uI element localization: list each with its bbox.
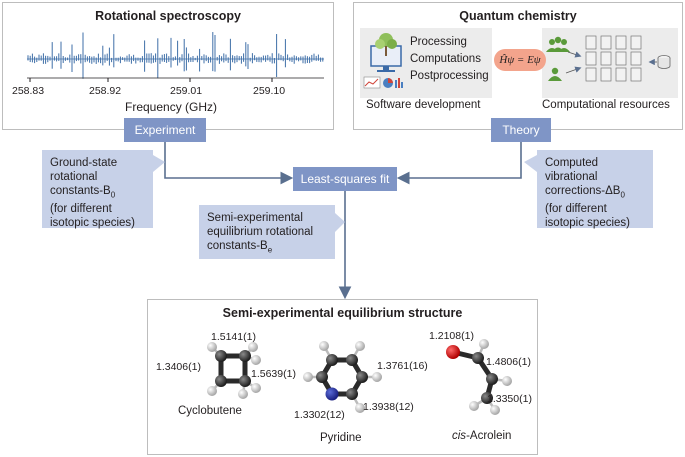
server-icon xyxy=(615,51,627,66)
bond-length-label: 1.3761(16) xyxy=(377,360,428,372)
tick-label: 259.10 xyxy=(253,85,286,97)
computed-note: Computed vibrational corrections-ΔB0 (fo… xyxy=(537,150,653,230)
least-squares-box: Least-squares fit xyxy=(293,167,397,191)
bond-length-label: 1.3350(1) xyxy=(487,393,532,405)
note-line: isotopic species) xyxy=(545,217,631,230)
spectroscopy-axis-label: Frequency (GHz) xyxy=(125,100,218,114)
bond-length-label: 1.5639(1) xyxy=(251,368,296,380)
server-icon xyxy=(600,35,612,50)
note-line: isotopic species) xyxy=(50,217,136,230)
server-icon xyxy=(630,67,642,82)
note-pointer xyxy=(524,155,537,172)
server-icon xyxy=(585,35,597,50)
least-squares-label: Least-squares fit xyxy=(300,172,390,186)
bond-length-label: 1.3406(1) xyxy=(156,361,201,373)
resources-label: Computational resources xyxy=(542,99,670,111)
molecule-name: Pyridine xyxy=(320,432,362,444)
bond-length-label: 1.4806(1) xyxy=(486,356,531,368)
note-pointer xyxy=(153,155,165,172)
acrolein-model xyxy=(446,339,512,415)
server-rack-icon xyxy=(585,35,642,82)
theory-box: Theory xyxy=(491,118,551,142)
note-line: Computed xyxy=(545,157,599,169)
pyridine-model xyxy=(303,341,382,413)
note-line: vibrational xyxy=(545,171,598,183)
chart-icon xyxy=(363,76,403,89)
server-icon xyxy=(600,67,612,82)
bond-length-label: 1.3302(12) xyxy=(294,409,345,421)
bond-length-label: 1.2108(1) xyxy=(429,330,474,342)
note-line: Ground-state xyxy=(50,157,118,169)
tick-label: 259.01 xyxy=(170,85,203,97)
note-line: rotational xyxy=(50,171,98,183)
spectrum-lines xyxy=(27,32,324,79)
tick-label: 258.92 xyxy=(89,85,122,97)
note-line: Semi-experimental xyxy=(207,212,303,224)
server-icon xyxy=(615,67,627,82)
structure-panel: Semi-experimental equilibrium structure xyxy=(147,299,538,455)
experiment-label: Experiment xyxy=(134,123,196,137)
step-computations: Computations xyxy=(410,53,481,65)
note-line: constants-B0 xyxy=(50,185,116,200)
equation-badge: Ĥψ = Eψ xyxy=(494,49,546,71)
note-pointer xyxy=(335,213,345,232)
molecule-name: Cyclobutene xyxy=(178,405,242,417)
arrow xyxy=(565,66,582,74)
database-icon xyxy=(657,55,671,69)
spectroscopy-panel: Rotational spectroscopy xyxy=(2,2,334,130)
semi-experimental-note: Semi-experimental equilibrium rotational… xyxy=(199,205,335,259)
server-icon xyxy=(630,35,642,50)
cyclobutene-model xyxy=(207,342,261,399)
note-line: constants-Be xyxy=(207,240,273,255)
server-icon xyxy=(615,35,627,50)
bond-length-label: 1.5141(1) xyxy=(211,331,256,343)
step-postprocessing: Postprocessing xyxy=(410,70,489,82)
server-icon xyxy=(585,67,597,82)
theory-to-fit-arrow xyxy=(396,142,522,185)
arrow xyxy=(567,51,582,58)
note-line: (for different xyxy=(50,203,112,216)
tick-label: 258.83 xyxy=(12,85,45,97)
experiment-box: Experiment xyxy=(124,118,206,142)
user-icon xyxy=(548,67,562,81)
molecule-name: cis-Acrolein xyxy=(452,430,512,442)
step-processing: Processing xyxy=(410,36,467,48)
note-line: (for different xyxy=(545,203,607,216)
computer-icon xyxy=(370,33,402,72)
server-icon xyxy=(600,51,612,66)
spectroscopy-title: Rotational spectroscopy xyxy=(95,9,241,23)
note-line: equilibrium rotational xyxy=(207,226,314,238)
experiment-to-fit-arrow xyxy=(164,142,294,185)
note-line: corrections-ΔB0 xyxy=(545,185,625,200)
server-icon xyxy=(585,51,597,66)
users-icon xyxy=(546,36,570,52)
bond-length-label: 1.3938(12) xyxy=(363,401,414,413)
software-label: Software development xyxy=(366,99,481,111)
quantum-title: Quantum chemistry xyxy=(459,9,577,23)
schrodinger-equation: Ĥψ = Eψ xyxy=(499,54,541,66)
theory-label: Theory xyxy=(502,123,540,137)
server-icon xyxy=(630,51,642,66)
ground-state-note: Ground-state rotational constants-B0 (fo… xyxy=(42,150,153,230)
structure-title: Semi-experimental equilibrium structure xyxy=(222,306,463,320)
